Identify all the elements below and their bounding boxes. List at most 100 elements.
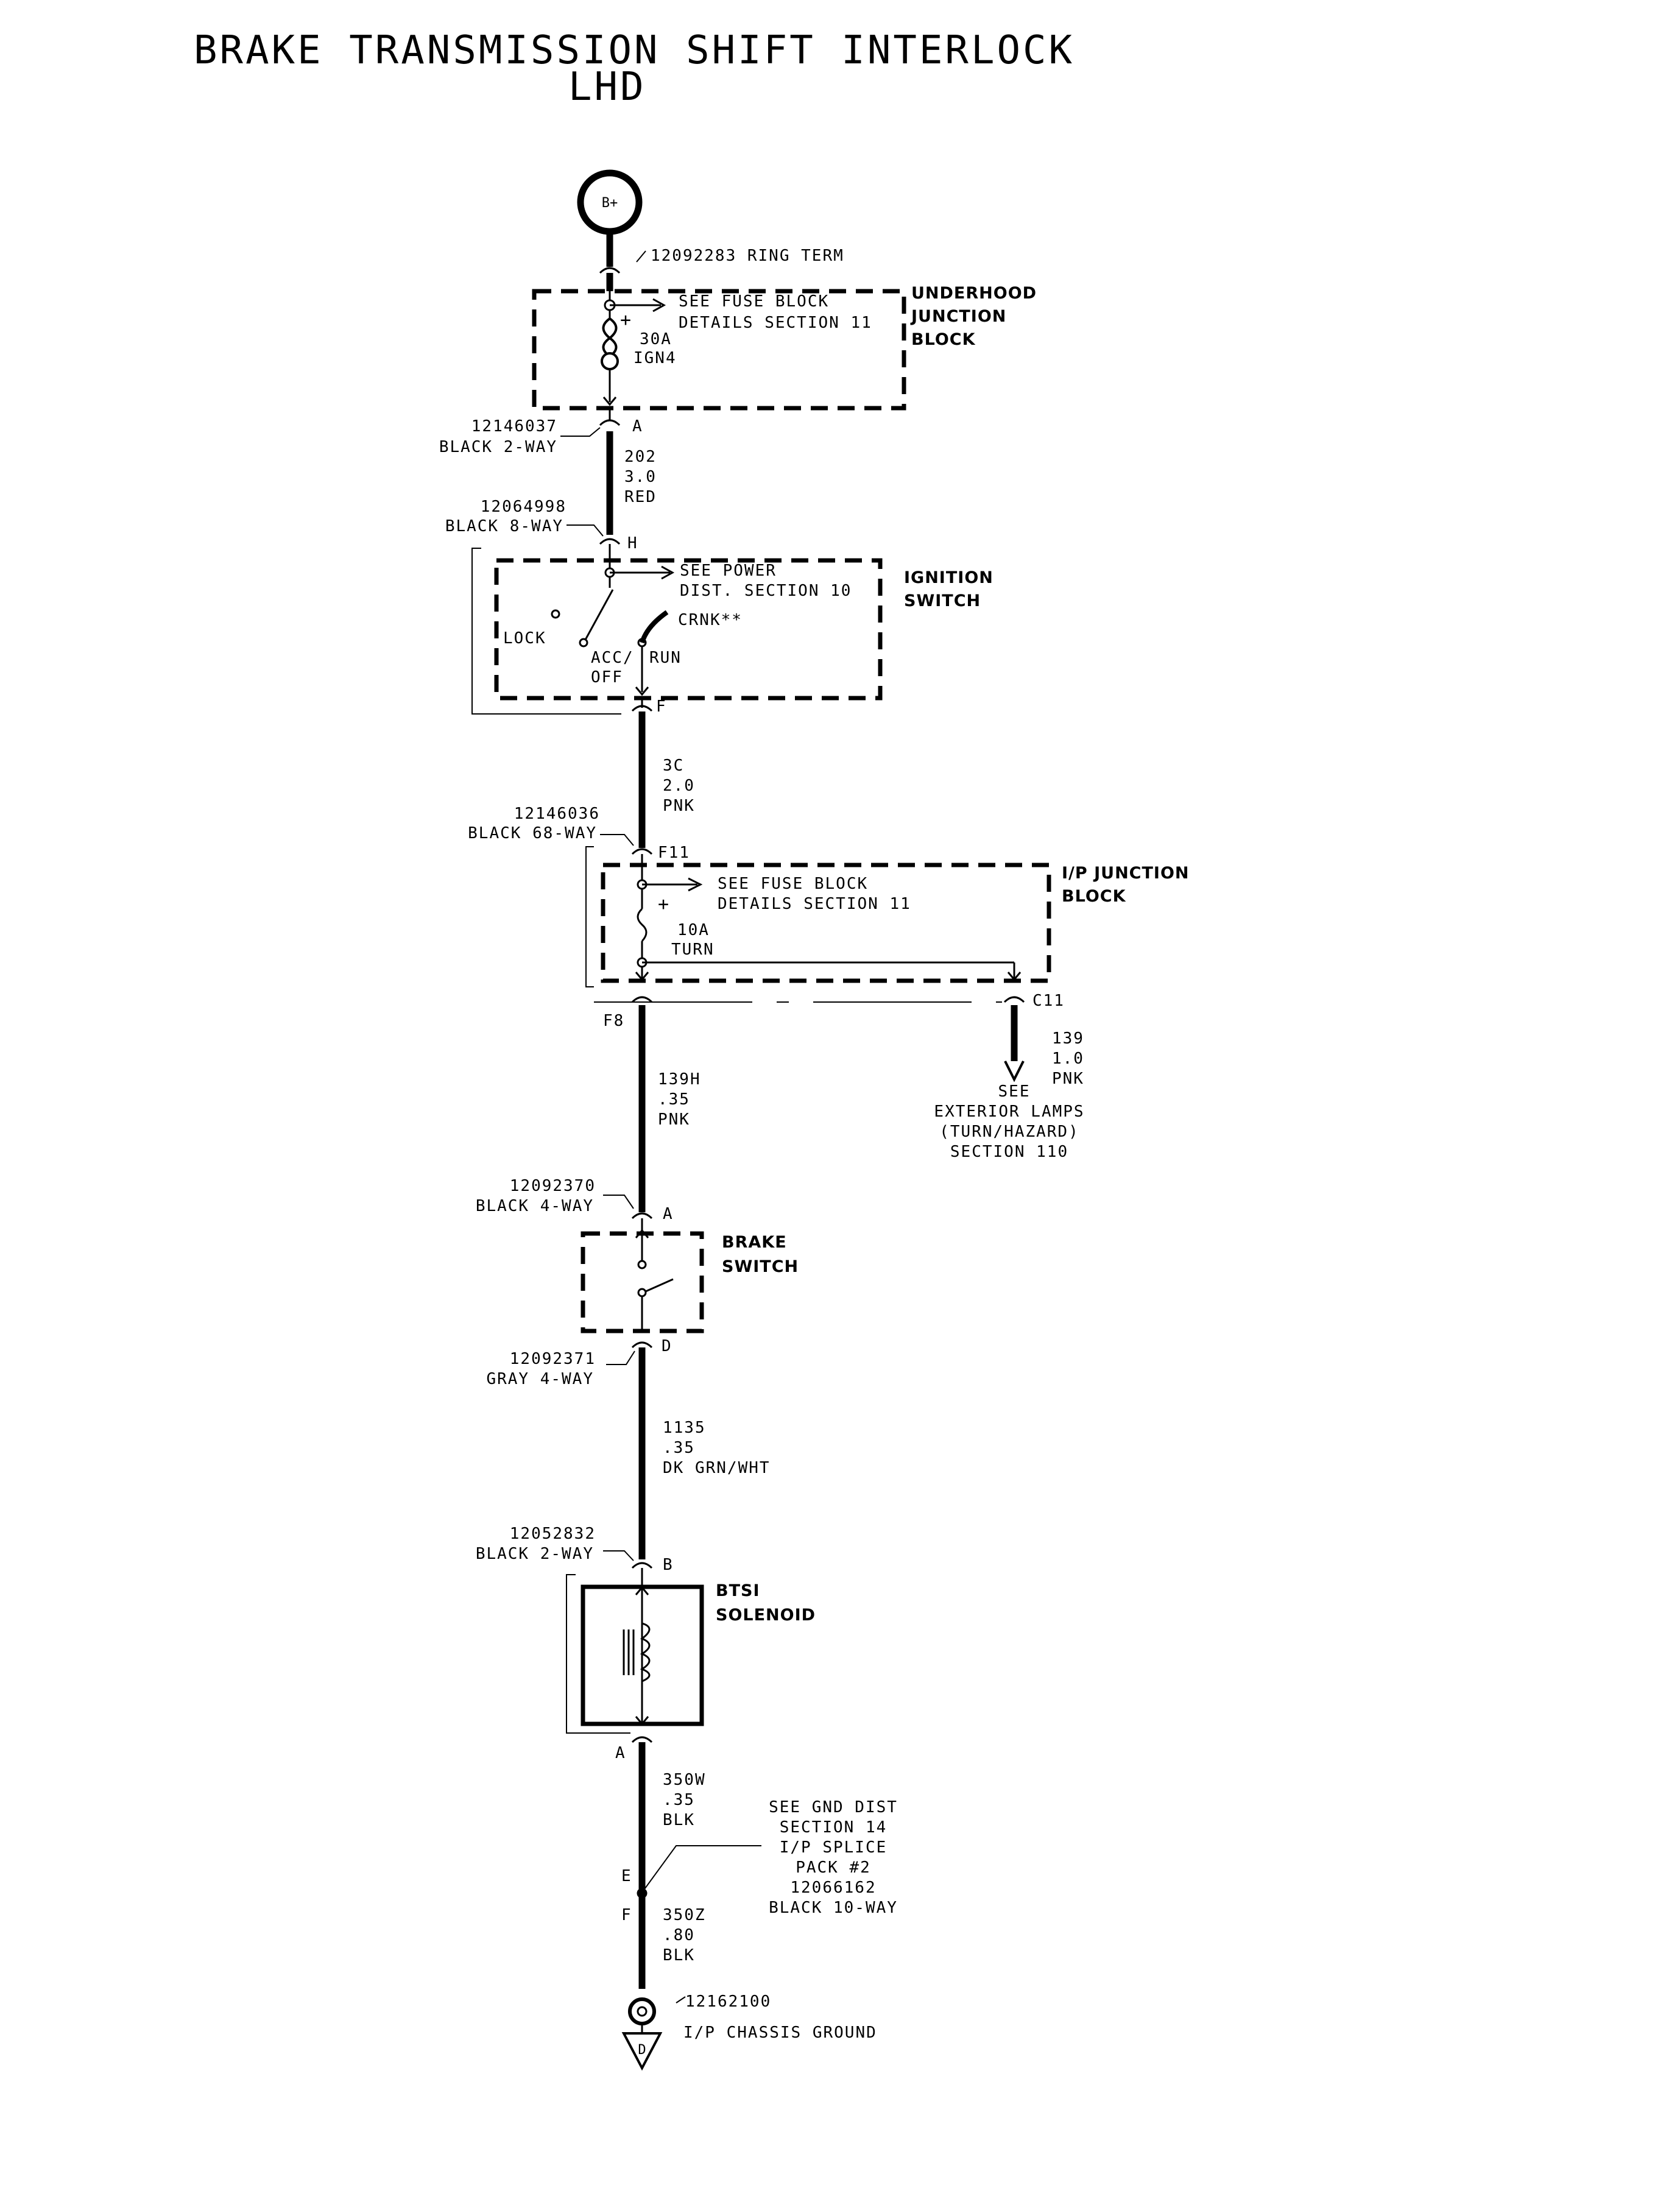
see-exterior-4: SECTION 110 bbox=[950, 1143, 1068, 1161]
ip-jb-f8-arrow bbox=[635, 972, 649, 981]
wire-3c-color: PNK bbox=[663, 797, 695, 815]
solenoid-top-arrow bbox=[635, 1586, 649, 1595]
ground-id: D bbox=[638, 2042, 646, 2058]
wire-1135-gauge: .35 bbox=[663, 1439, 695, 1457]
connector-sol-a-symbol bbox=[631, 1736, 653, 1743]
btsi-solenoid-name-1: BTSI bbox=[716, 1581, 760, 1600]
wire-139h-circuit: 139H bbox=[658, 1070, 701, 1089]
connector-f11-desc: BLACK 68-WAY bbox=[468, 824, 597, 842]
note-arrow-head-1 bbox=[652, 298, 666, 312]
ignition-connector-bracket bbox=[471, 548, 481, 715]
ignition-run-label: RUN bbox=[649, 649, 682, 667]
wire-202-color: RED bbox=[624, 488, 657, 506]
connector-f11-leader bbox=[600, 834, 634, 846]
connector-sol-b-symbol bbox=[631, 1562, 653, 1569]
ignition-output-arrow bbox=[635, 687, 649, 696]
ip-jb-note-arrow-head bbox=[688, 877, 703, 892]
battery-terminal: B+ bbox=[577, 169, 643, 235]
connector-f11-pin: F11 bbox=[658, 844, 690, 862]
connector-sol-b-desc: BLACK 2-WAY bbox=[476, 1545, 594, 1563]
fuse-30a-icon bbox=[601, 310, 619, 402]
ground-label: I/P CHASSIS GROUND bbox=[683, 2024, 877, 2042]
wire-350z-circuit: 350Z bbox=[663, 1906, 706, 1924]
wire-350z-gauge: .80 bbox=[663, 1926, 695, 1944]
brake-switch-name-2: SWITCH bbox=[722, 1257, 799, 1276]
ring-term-symbol bbox=[599, 267, 621, 274]
connector-a1-leader bbox=[560, 427, 601, 437]
wire-139-arrow bbox=[1004, 1061, 1025, 1082]
see-exterior-3: (TURN/HAZARD) bbox=[939, 1123, 1079, 1141]
underhood-junction-block-outline bbox=[532, 289, 906, 411]
connector-h-desc: BLACK 8-WAY bbox=[445, 517, 563, 535]
ip-jb-fuse-rating: 10A bbox=[677, 921, 710, 939]
wire-139-gauge: 1.0 bbox=[1052, 1050, 1084, 1068]
ignition-crank-contact bbox=[640, 610, 669, 644]
wire-139h-color: PNK bbox=[658, 1110, 690, 1129]
ip-jb-fuse-name: TURN bbox=[671, 941, 715, 959]
wire-350w-circuit: 350W bbox=[663, 1771, 706, 1789]
ignition-crnk-label: CRNK** bbox=[678, 611, 743, 629]
connector-brake-a-symbol bbox=[631, 1212, 653, 1220]
connector-sol-b-part: 12052832 bbox=[510, 1525, 596, 1543]
connector-c11-pin: C11 bbox=[1032, 992, 1065, 1010]
ip-jb-name-1: I/P JUNCTION bbox=[1062, 864, 1190, 883]
connector-a1-pin: A bbox=[632, 417, 643, 436]
wire-139-circuit: 139 bbox=[1052, 1029, 1084, 1048]
splice-note-1: SEE GND DIST bbox=[769, 1798, 898, 1816]
wire-1135-circuit: 1135 bbox=[663, 1419, 706, 1437]
ignition-switch-name-2: SWITCH bbox=[904, 591, 981, 610]
ignition-note-arrow-head bbox=[661, 565, 675, 580]
wire-350z-color: BLK bbox=[663, 1946, 695, 1965]
connector-brake-d-symbol bbox=[631, 1341, 653, 1349]
underhood-fuse-rating: 30A bbox=[640, 330, 672, 348]
battery-label: B+ bbox=[602, 196, 618, 211]
connector-f11-symbol bbox=[631, 848, 653, 855]
connector-h-leader bbox=[566, 524, 604, 537]
connector-brake-a-pin: A bbox=[663, 1205, 674, 1223]
brake-switch-top-arrow bbox=[635, 1229, 649, 1238]
wire-139-color: PNK bbox=[1052, 1070, 1084, 1088]
underhood-note-1: SEE FUSE BLOCK bbox=[679, 292, 829, 311]
wire-350w-color: BLK bbox=[663, 1811, 695, 1829]
ip-jb-plus: + bbox=[658, 894, 670, 915]
solenoid-connector-bracket bbox=[566, 1574, 576, 1734]
wire-139h-gauge: .35 bbox=[658, 1090, 690, 1109]
wire-350w-gauge: .35 bbox=[663, 1791, 695, 1809]
ip-jb-c11-arrow bbox=[1007, 972, 1022, 981]
underhood-jb-name-1: UNDERHOOD bbox=[911, 284, 1037, 303]
ignition-acc-label: ACC/ bbox=[591, 649, 634, 667]
splice-note-5: 12066162 bbox=[790, 1879, 876, 1897]
ip-jb-name-2: BLOCK bbox=[1062, 887, 1126, 906]
wire-202-gauge: 3.0 bbox=[624, 468, 657, 486]
ignition-switch-name-1: IGNITION bbox=[904, 568, 994, 587]
connector-brake-a-desc: BLACK 4-WAY bbox=[476, 1197, 594, 1215]
connector-brake-d-pin: D bbox=[662, 1337, 672, 1355]
see-exterior-1: SEE bbox=[998, 1082, 1031, 1101]
ignition-note-1: SEE POWER bbox=[680, 562, 777, 580]
btsi-solenoid-name-2: SOLENOID bbox=[716, 1606, 816, 1625]
wire-1135-color: DK GRN/WHT bbox=[663, 1459, 771, 1477]
splice-pin-f: F bbox=[621, 1906, 632, 1924]
connector-f11-part: 12146036 bbox=[514, 805, 600, 823]
ground-icon bbox=[621, 2032, 663, 2071]
splice-leader bbox=[643, 1845, 761, 1891]
underhood-jb-name-2: JUNCTION bbox=[910, 307, 1006, 326]
connector-brake-d-leader bbox=[606, 1350, 635, 1365]
wire-3c-gauge: 2.0 bbox=[663, 777, 695, 795]
connector-f-pin: F bbox=[656, 697, 667, 716]
ground-part-leader bbox=[676, 1996, 686, 2003]
connector-a1-symbol bbox=[599, 419, 621, 426]
ring-term-label: 12092283 RING TERM bbox=[651, 247, 844, 265]
ignition-acc-contact bbox=[579, 638, 588, 648]
ip-junction-block-outline bbox=[601, 863, 1051, 983]
diagram-title: BRAKE TRANSMISSION SHIFT INTERLOCK bbox=[194, 28, 1075, 73]
splice-note-4: PACK #2 bbox=[796, 1859, 871, 1877]
connector-f8-symbol bbox=[631, 996, 653, 1003]
splice-note-3: I/P SPLICE bbox=[780, 1838, 888, 1857]
connector-sol-a-pin: A bbox=[615, 1744, 626, 1762]
connector-a1-desc: BLACK 2-WAY bbox=[439, 438, 557, 456]
connector-c11-symbol bbox=[1003, 996, 1025, 1003]
connector-brake-a-leader bbox=[603, 1195, 634, 1209]
wire-3c-circuit: 3C bbox=[663, 757, 684, 775]
